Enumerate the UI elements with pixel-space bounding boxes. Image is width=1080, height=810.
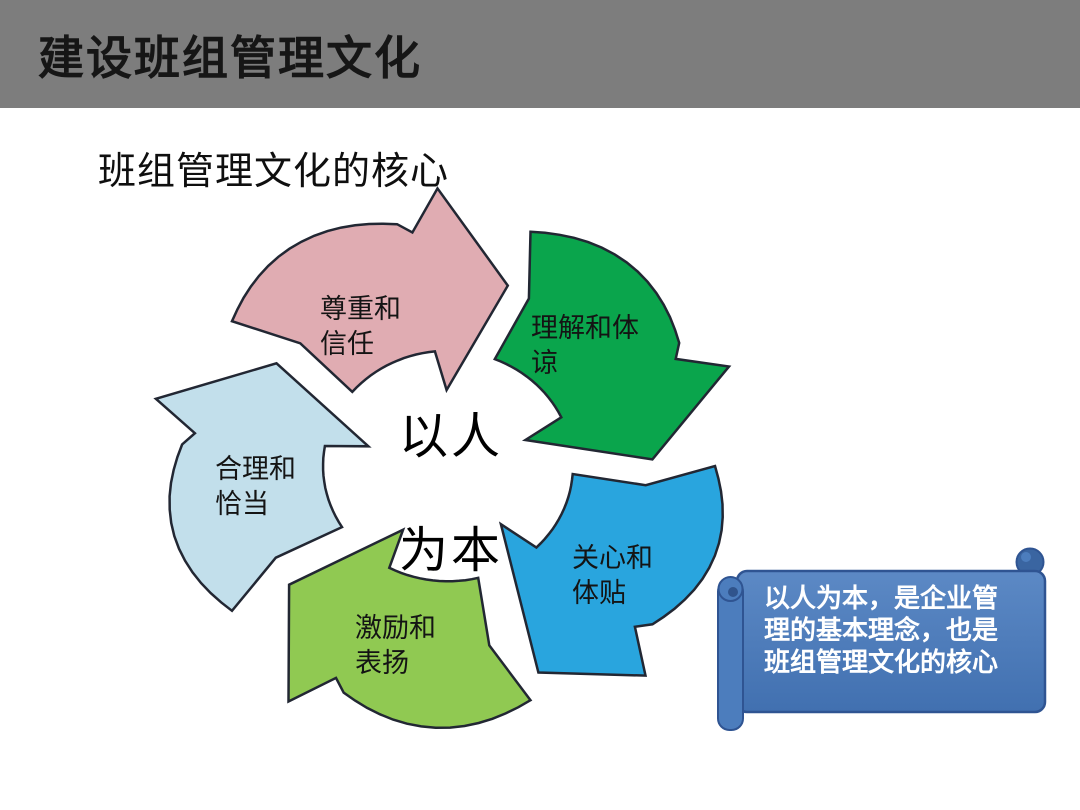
reasonable-apt-label: 合理和 恰当 bbox=[215, 454, 296, 519]
reasonable-apt-arrow bbox=[153, 361, 372, 613]
scroll-left-roll bbox=[717, 579, 744, 731]
banner-line-1: 以人为本，是企业管 bbox=[764, 583, 999, 613]
understanding-label: 理解和体 谅 bbox=[531, 313, 639, 378]
center-line-2: 为本 bbox=[398, 523, 504, 578]
center-line-1: 以人 bbox=[398, 409, 504, 464]
banner-line-2: 理的基本理念，也是 bbox=[764, 615, 999, 645]
scroll-curl-core bbox=[728, 587, 738, 597]
scroll-banner bbox=[717, 547, 1047, 731]
respect-trust-label: 尊重和 信任 bbox=[320, 294, 401, 359]
banner-line-3: 班组管理文化的核心 bbox=[764, 647, 999, 677]
care-thoughtful-arrow bbox=[498, 464, 724, 677]
understanding-arrow bbox=[493, 230, 732, 461]
care-thoughtful-label: 关心和 体贴 bbox=[572, 543, 653, 608]
respect-trust-arrow bbox=[230, 186, 510, 394]
motivate-praise-arrow bbox=[287, 527, 533, 730]
header-bar: 建设班组管理文化 bbox=[0, 0, 1080, 108]
cycle-center-label: 以人 为本 bbox=[399, 408, 503, 579]
slide-title: 建设班组管理文化 bbox=[38, 32, 422, 84]
motivate-praise-label: 激励和 表扬 bbox=[355, 613, 436, 678]
scroll-knob-highlight bbox=[1021, 552, 1031, 562]
slide-subtitle: 班组管理文化的核心 bbox=[98, 151, 450, 193]
scroll-banner-text: 以人为本，是企业管 理的基本理念，也是 班组管理文化的核心 bbox=[764, 582, 1046, 678]
